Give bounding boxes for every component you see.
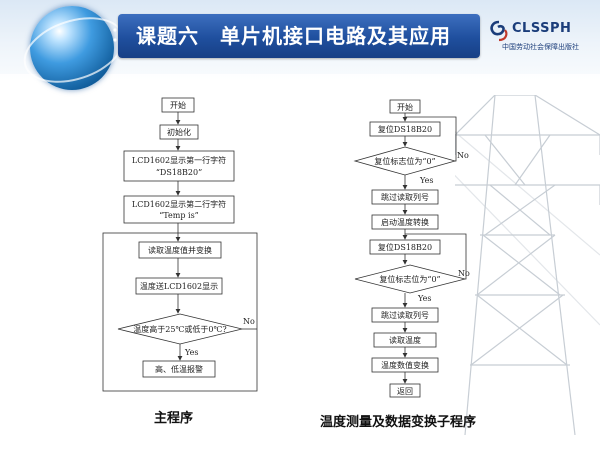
main-lcd-line2-box <box>123 195 235 224</box>
logo-subtitle: 中国劳动社会保障出版社 <box>502 43 579 51</box>
main-lcd-line1-box <box>123 150 235 182</box>
sub-decision2-diamond <box>354 264 466 294</box>
main-loop-frame <box>102 232 258 392</box>
sub-reset2-label: 复位DS18B20 <box>378 242 432 252</box>
subroutine-caption: 温度测量及数据变换子程序 <box>320 415 477 430</box>
main-init-label: 初始化 <box>167 127 191 137</box>
sub-yes2-label: Yes <box>417 294 431 303</box>
sub-return-label: 返回 <box>397 387 413 396</box>
main-read-convert-label: 读取温度值并变换 <box>148 245 212 255</box>
sub-decision2-label: 复位标志位为“0” <box>379 274 440 284</box>
sub-start-label: 开始 <box>397 102 413 112</box>
sub-start-conv-label: 启动温度转换 <box>381 217 429 227</box>
sub-return-box <box>389 383 421 398</box>
main-decision-label: 温度高于25℃或低于0℃? <box>133 324 226 334</box>
main-start-label: 开始 <box>170 100 186 110</box>
power-tower-image <box>455 95 600 435</box>
main-lcd-line1-label: LCD1602显示第一行字符 <box>132 155 226 165</box>
page-title: 课题六 单片机接口电路及其应用 <box>136 24 451 48</box>
sub-reset1-label: 复位DS18B20 <box>378 124 432 134</box>
title-bar: 课题六 单片机接口电路及其应用 <box>118 14 480 58</box>
main-lcd-line2b-label: “Temp is” <box>159 211 199 220</box>
main-send-lcd-box <box>135 277 223 295</box>
main-yes-label: Yes <box>184 348 198 357</box>
main-alarm-label: 高、低温报警 <box>155 364 203 374</box>
sub-convert-label: 温度数值变换 <box>381 360 429 370</box>
logo-swirl-icon <box>490 20 508 42</box>
sub-decision1-label: 复位标志位为“0” <box>374 156 435 166</box>
sub-no1-label: No <box>457 151 469 160</box>
sub-yes1-label: Yes <box>419 176 433 185</box>
main-read-convert-box <box>138 241 222 259</box>
main-no-label: No <box>243 317 255 326</box>
logo-text: CLSSPH <box>512 21 572 36</box>
main-lcd-line2-label: LCD1602显示第二行字符 <box>132 199 226 209</box>
main-init-box <box>159 124 199 140</box>
sub-read-temp-label: 读取温度 <box>389 335 421 345</box>
sub-no2-label: No <box>458 269 470 278</box>
publisher-logo: CLSSPH 中国劳动社会保障出版社 <box>488 18 596 66</box>
main-lcd-line1b-label: “DS18B20” <box>156 168 202 177</box>
main-alarm-box <box>142 360 216 378</box>
globe-icon <box>30 6 114 90</box>
main-program-caption: 主程序 <box>154 411 194 426</box>
main-send-lcd-label: 温度送LCD1602显示 <box>140 281 218 291</box>
sub-skip-rom2-label: 跳过读取列号 <box>381 310 429 320</box>
sub-skip-rom1-label: 跳过读取列号 <box>381 192 429 202</box>
